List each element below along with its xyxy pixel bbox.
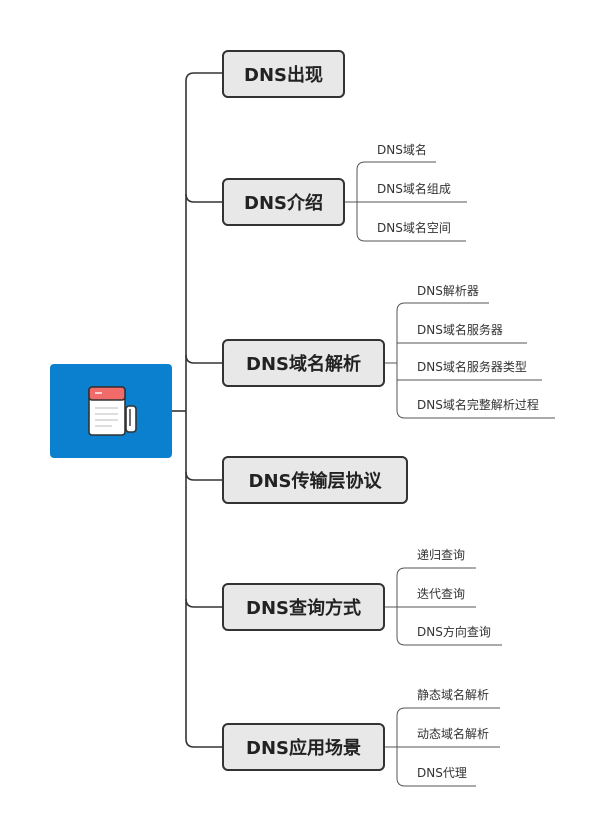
document-icon [88,386,137,436]
leaf-node[interactable]: 动态域名解析 [417,727,490,741]
connector-sub-6 [385,707,500,787]
leaf-node[interactable]: DNS域名 [377,143,427,157]
leaf-node[interactable]: DNS解析器 [417,284,479,298]
branch-node-3[interactable]: DNS域名解析 [222,339,385,387]
connector-branch-5 [185,598,222,608]
branch-label-5: DNS查询方式 [246,598,361,619]
branch-node-2[interactable]: DNS介绍 [222,178,345,226]
branch-node-5[interactable]: DNS查询方式 [222,583,385,631]
connector-sub-5 [385,567,502,646]
leaf-node[interactable]: DNS域名组成 [377,182,451,196]
branch-label-2: DNS介绍 [244,193,323,214]
leaf-node[interactable]: DNS方向查询 [417,625,491,639]
connector-branch-3 [185,354,222,364]
connector-branch-4 [185,471,222,481]
branch-label-3: DNS域名解析 [246,354,361,375]
leaf-node[interactable]: DNS域名服务器 [417,323,503,337]
connector-sub-3 [385,302,555,419]
leaf-node[interactable]: 迭代查询 [417,587,466,601]
branch-spine [185,72,195,748]
branch-label-6: DNS应用场景 [246,738,361,759]
branch-node-4[interactable]: DNS传输层协议 [222,456,408,504]
connector-sub-2 [345,161,467,242]
leaf-node[interactable]: DNS域名完整解析过程 [417,398,539,412]
branch-label-4: DNS传输层协议 [248,471,382,492]
branch-node-1[interactable]: DNS出现 [222,50,345,98]
connector-branch-2 [185,193,222,203]
leaf-node[interactable]: 递归查询 [417,548,466,562]
leaf-node[interactable]: DNS域名空间 [377,221,451,235]
leaf-node[interactable]: 静态域名解析 [417,688,490,702]
leaf-node[interactable]: DNS域名服务器类型 [417,360,527,374]
branch-label-1: DNS出现 [244,65,323,86]
branch-node-6[interactable]: DNS应用场景 [222,723,385,771]
root-node[interactable] [50,364,172,458]
leaf-node[interactable]: DNS代理 [417,766,467,780]
